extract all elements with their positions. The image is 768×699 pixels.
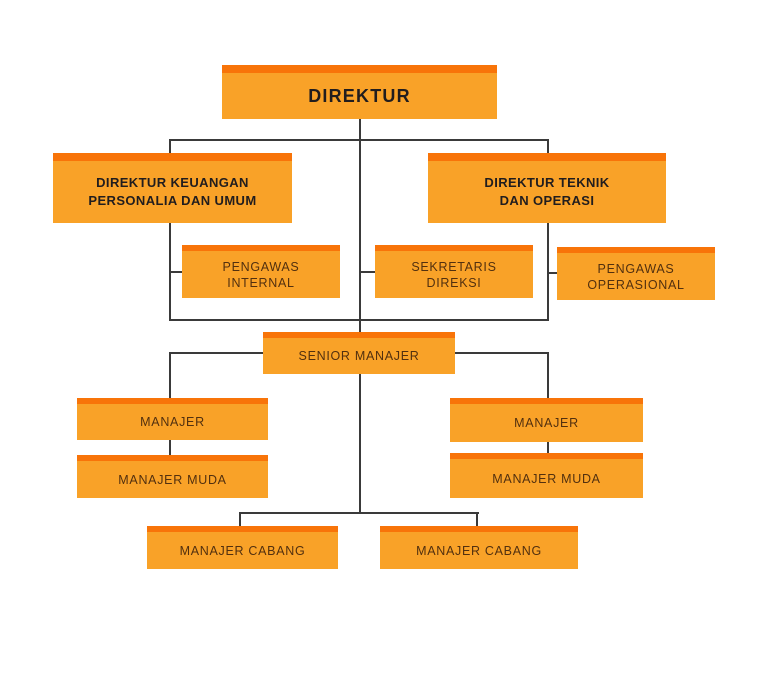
connector-stub-internal: [169, 271, 183, 273]
connector-drop-cabang-right: [476, 512, 478, 527]
node-label: MANAJER: [514, 416, 579, 430]
node-label: MANAJER MUDA: [492, 471, 601, 486]
node-manajer-muda-left: MANAJER MUDA: [77, 455, 268, 498]
node-label: PENGAWAS OPERASIONAL: [557, 261, 715, 293]
node-sekretaris-direksi: SEKRETARIS DIREKSI: [375, 245, 533, 298]
node-label: DIREKTUR: [308, 85, 411, 106]
node-label-line2: DAN OPERASI: [499, 193, 595, 208]
node-label: MANAJER CABANG: [416, 543, 542, 558]
node-label-line2: DIREKSI: [426, 275, 482, 290]
node-label-line1: DIREKTUR KEUANGAN: [96, 175, 249, 190]
node-label-line1: SEKRETARIS: [411, 259, 497, 274]
node-label: PENGAWAS INTERNAL: [182, 259, 340, 291]
connector-branch-left: [169, 352, 264, 354]
node-label: MANAJER MUDA: [118, 472, 227, 487]
connector-drop-teknik: [547, 139, 549, 155]
node-label-line2: OPERASIONAL: [587, 277, 685, 292]
node-label: DIREKTUR TEKNIK DAN OPERASI: [428, 174, 666, 210]
node-manajer-cabang-left: MANAJER CABANG: [147, 526, 338, 569]
connector-right-vertical: [547, 222, 549, 321]
node-direktur-teknik: DIREKTUR TEKNIK DAN OPERASI: [428, 153, 666, 223]
connector-center-vertical: [359, 139, 361, 333]
node-manajer-left: MANAJER: [77, 398, 268, 440]
node-label-line2: PERSONALIA DAN UMUM: [88, 193, 257, 208]
connector-center-bottom: [359, 373, 361, 514]
connector-rail-cabang: [239, 512, 479, 514]
connector-stub-operasional: [547, 272, 558, 274]
connector-drop-manajer-left: [169, 352, 171, 399]
node-label-line2: INTERNAL: [227, 275, 295, 290]
connector-stub-sekretaris: [359, 271, 376, 273]
node-senior-manajer: SENIOR MANAJER: [263, 332, 455, 374]
node-manajer-muda-right: MANAJER MUDA: [450, 453, 643, 498]
connector-direktur-drop: [359, 118, 361, 141]
node-label: SEKRETARIS DIREKSI: [375, 259, 533, 291]
connector-drop-cabang-left: [239, 512, 241, 527]
node-label: SENIOR MANAJER: [298, 349, 420, 363]
node-label-line1: PENGAWAS: [222, 259, 300, 274]
node-direktur: DIREKTUR: [222, 65, 497, 119]
connector-link-muda-left: [169, 439, 171, 456]
node-manajer-right: MANAJER: [450, 398, 643, 442]
node-label: MANAJER: [140, 415, 205, 429]
connector-link-muda-right: [547, 441, 549, 454]
node-pengawas-internal: PENGAWAS INTERNAL: [182, 245, 340, 298]
node-direktur-keuangan: DIREKTUR KEUANGAN PERSONALIA DAN UMUM: [53, 153, 292, 223]
connector-drop-keuangan: [169, 139, 171, 155]
node-label-line1: PENGAWAS: [597, 261, 675, 276]
connector-rail-senior: [169, 319, 549, 321]
node-manajer-cabang-right: MANAJER CABANG: [380, 526, 578, 569]
connector-drop-manajer-right: [547, 352, 549, 399]
node-label-line1: DIREKTUR TEKNIK: [484, 175, 610, 190]
node-label: MANAJER CABANG: [179, 543, 306, 558]
connector-branch-right: [454, 352, 549, 354]
node-pengawas-operasional: PENGAWAS OPERASIONAL: [557, 247, 715, 300]
node-label: DIREKTUR KEUANGAN PERSONALIA DAN UMUM: [53, 174, 292, 210]
